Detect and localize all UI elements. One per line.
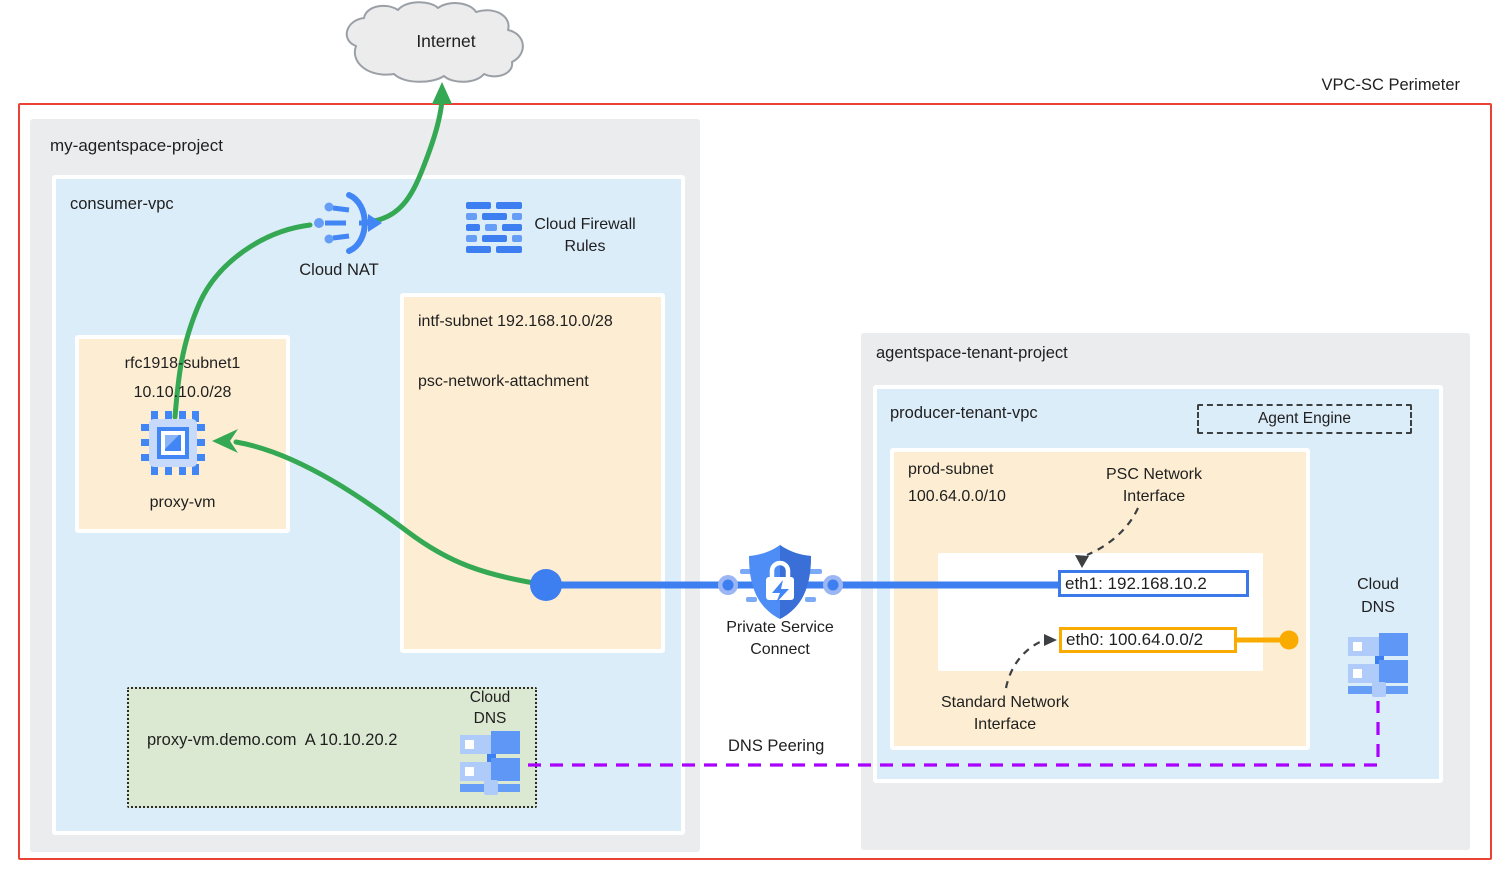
cloud-nat-label: Cloud NAT bbox=[299, 261, 379, 279]
cloud-dns-label-left-line1: Cloud bbox=[469, 689, 511, 706]
cloud-firewall-label: Cloud Firewall Rules bbox=[505, 214, 665, 258]
cloud-dns-label-left-line2: DNS bbox=[473, 710, 507, 727]
cloud-dns-label-left: Cloud DNS bbox=[452, 687, 528, 729]
std-nic-label-line1: Standard Network bbox=[940, 694, 1070, 711]
standard-network-interface-label: Standard Network Interface bbox=[919, 692, 1091, 736]
internet-label: Internet bbox=[416, 31, 476, 51]
psc-label-line1: Private Service bbox=[726, 619, 834, 636]
private-service-connect-label: Private Service Connect bbox=[704, 617, 856, 661]
consumer-project-title: my-agentspace-project bbox=[50, 136, 223, 155]
arrowhead-to-internet bbox=[432, 82, 452, 104]
rfc-subnet-cidr: 10.10.10.0/28 bbox=[133, 384, 232, 401]
perimeter-label: VPC-SC Perimeter bbox=[1321, 76, 1460, 94]
psc-label-line2: Connect bbox=[750, 641, 810, 658]
dns-peering-label: DNS Peering bbox=[728, 737, 825, 755]
std-nic-label-line2: Interface bbox=[973, 716, 1037, 733]
intf-subnet-label: intf-subnet 192.168.10.0/28 bbox=[418, 313, 613, 330]
eth0-interface-chip: eth0: 100.64.0.0/2 bbox=[1059, 627, 1237, 653]
psc-attachment-label: psc-network-attachment bbox=[418, 373, 589, 390]
agent-engine-box: Agent Engine bbox=[1197, 404, 1412, 434]
psc-network-interface-label: PSC Network Interface bbox=[1084, 464, 1224, 508]
consumer-vpc-title: consumer-vpc bbox=[70, 195, 174, 213]
rfc-subnet-name: rfc1918-subnet1 bbox=[124, 355, 241, 372]
cloud-firewall-label-line1: Cloud Firewall bbox=[534, 216, 636, 233]
cloud-dns-label-right-line2: DNS bbox=[1361, 599, 1395, 616]
proxy-vm-label: proxy-vm bbox=[149, 494, 216, 511]
cloud-dns-icon bbox=[1348, 633, 1408, 697]
compute-engine-icon bbox=[141, 411, 205, 475]
psc-nic-label-line2: Interface bbox=[1122, 488, 1186, 505]
agent-engine-label: Agent Engine bbox=[1257, 410, 1352, 427]
prod-subnet-name: prod-subnet bbox=[908, 461, 994, 478]
cloud-dns-icon bbox=[460, 731, 520, 795]
cloud-dns-label-right: Cloud DNS bbox=[1339, 573, 1417, 619]
prod-subnet-cidr: 100.64.0.0/10 bbox=[908, 488, 1006, 505]
cloud-firewall-label-line2: Rules bbox=[564, 238, 606, 255]
cloud-firewall-icon bbox=[466, 202, 522, 253]
dns-record-text: proxy-vm.demo.com A 10.10.20.2 bbox=[147, 731, 398, 749]
psc-nic-label-line1: PSC Network bbox=[1105, 466, 1203, 483]
cloud-dns-label-right-line1: Cloud bbox=[1357, 576, 1399, 593]
producer-vpc-title: producer-tenant-vpc bbox=[890, 404, 1038, 422]
tenant-project-title: agentspace-tenant-project bbox=[876, 344, 1068, 362]
vpc-sc-perimeter-box bbox=[18, 103, 1492, 860]
eth1-interface-chip: eth1: 192.168.10.2 bbox=[1058, 570, 1249, 597]
